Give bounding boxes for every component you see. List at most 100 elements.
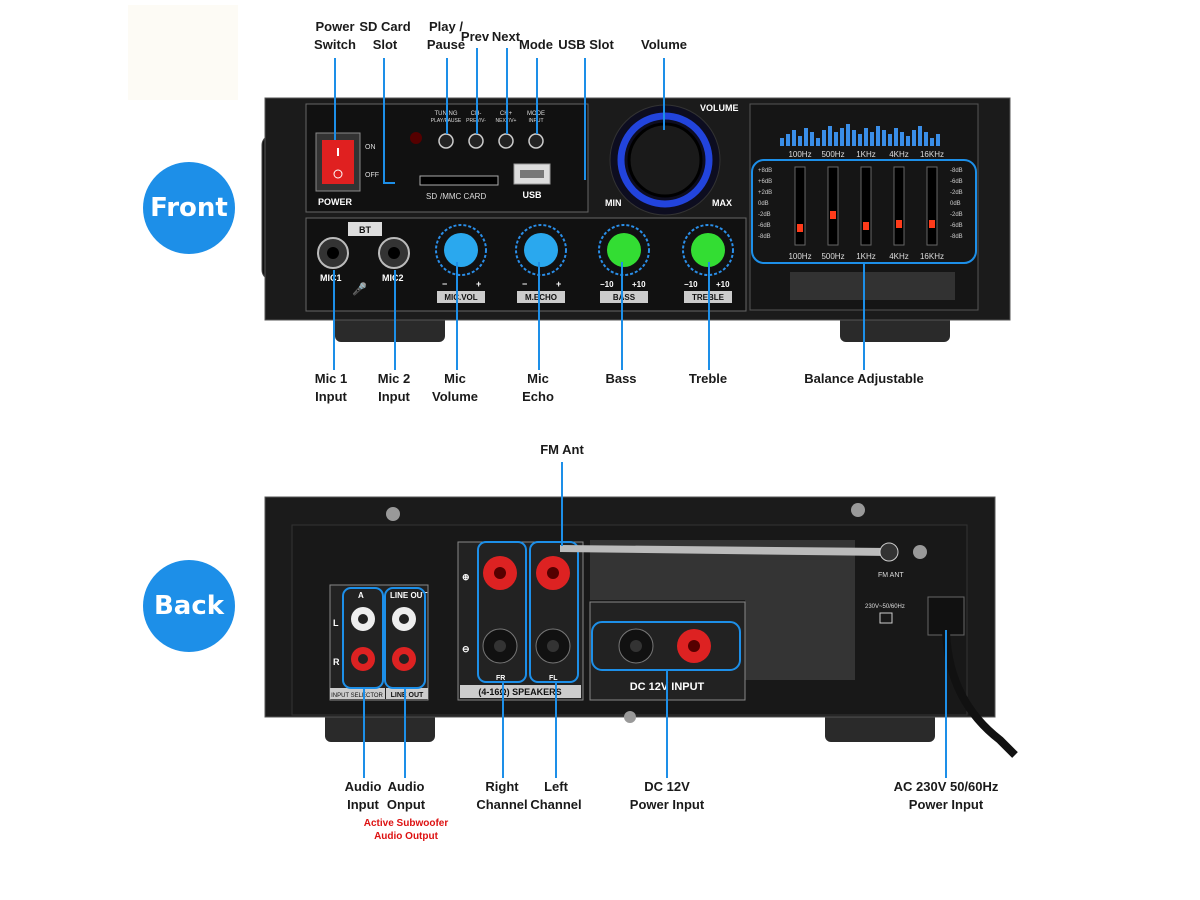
tuning-button[interactable] bbox=[438, 133, 454, 149]
eq-freq-label: 1KHz bbox=[856, 150, 876, 159]
eq-freq-label: 500Hz bbox=[821, 150, 844, 159]
eq-freq-label: 4KHz bbox=[889, 150, 909, 159]
bass-knob[interactable] bbox=[598, 224, 650, 276]
speaker-right-positive[interactable] bbox=[483, 556, 517, 590]
svg-text:+10: +10 bbox=[716, 280, 730, 289]
svg-text:−: − bbox=[442, 279, 447, 289]
rca-input-r[interactable] bbox=[351, 647, 375, 671]
rca-input-l[interactable] bbox=[351, 607, 375, 631]
eq-db-label: -2dB bbox=[950, 190, 963, 196]
svg-text:+: + bbox=[476, 279, 481, 289]
svg-text:INPUT SELECTOR: INPUT SELECTOR bbox=[331, 693, 383, 699]
mic-vol-knob[interactable] bbox=[435, 224, 487, 276]
eq-db-label: +8dB bbox=[758, 168, 772, 174]
eq-db-label: +6dB bbox=[758, 179, 772, 185]
label-bass: Bass bbox=[605, 371, 637, 386]
corner-logo bbox=[128, 5, 238, 100]
power-cord bbox=[942, 629, 1018, 758]
eq-freq-label: 16KHz bbox=[920, 252, 944, 261]
svg-text:BASS: BASS bbox=[613, 293, 636, 302]
prev-button[interactable] bbox=[468, 133, 484, 149]
eq-slider-led bbox=[863, 222, 869, 230]
back-badge: Back bbox=[143, 560, 235, 652]
volume-knob[interactable] bbox=[627, 122, 703, 198]
svg-text:FM ANT: FM ANT bbox=[878, 572, 904, 579]
svg-text:+10: +10 bbox=[632, 280, 646, 289]
mic-echo-knob[interactable] bbox=[515, 224, 567, 276]
svg-text:MIC2: MIC2 bbox=[382, 273, 404, 283]
speaker-left-positive[interactable] bbox=[536, 556, 570, 590]
svg-text:(4-16Ω) SPEAKERS: (4-16Ω) SPEAKERS bbox=[478, 687, 561, 697]
svg-text:230V~50/60Hz: 230V~50/60Hz bbox=[865, 604, 905, 610]
eq-db-label: -8dB bbox=[950, 168, 963, 174]
svg-text:MIN: MIN bbox=[605, 198, 622, 208]
mic1-jack[interactable] bbox=[317, 237, 349, 269]
mode-button[interactable] bbox=[528, 133, 544, 149]
eq-freq-label: 100Hz bbox=[788, 252, 811, 261]
svg-text:+: + bbox=[556, 279, 561, 289]
blurred-logo bbox=[790, 272, 955, 300]
screw-icon bbox=[913, 545, 927, 559]
svg-text:L: L bbox=[333, 618, 339, 628]
screw-icon bbox=[386, 507, 400, 521]
svg-text:R: R bbox=[333, 657, 340, 667]
svg-text:FL: FL bbox=[549, 675, 558, 682]
rca-output-r[interactable] bbox=[392, 647, 416, 671]
eq-slider-led bbox=[929, 220, 935, 228]
rca-panel bbox=[329, 584, 429, 701]
dc-negative-terminal[interactable] bbox=[618, 628, 654, 664]
svg-text:MAX: MAX bbox=[712, 198, 732, 208]
eq-slider-track[interactable] bbox=[893, 166, 905, 246]
svg-text:−: − bbox=[522, 279, 527, 289]
eq-slider-track[interactable] bbox=[926, 166, 938, 246]
label-prev: Prev bbox=[460, 29, 490, 44]
eq-sliders[interactable] bbox=[794, 166, 938, 246]
rca-output-l[interactable] bbox=[392, 607, 416, 631]
eq-db-label: -2dB bbox=[758, 212, 771, 218]
eq-slider-track[interactable] bbox=[794, 166, 806, 246]
svg-text:VOLUME: VOLUME bbox=[700, 103, 739, 113]
next-button[interactable] bbox=[498, 133, 514, 149]
spectrum-display bbox=[780, 124, 940, 146]
eq-db-label: -6dB bbox=[758, 223, 771, 229]
fm-antenna-jack[interactable] bbox=[879, 542, 899, 562]
speaker-left-negative[interactable] bbox=[535, 628, 571, 664]
back-foot-left bbox=[325, 710, 435, 742]
eq-freq-label: 1KHz bbox=[856, 252, 876, 261]
svg-text:BT: BT bbox=[359, 225, 371, 235]
mic2-jack[interactable] bbox=[378, 237, 410, 269]
fm-antenna-rod bbox=[560, 545, 890, 556]
front-badge: Front bbox=[143, 162, 235, 254]
ac-power-socket[interactable] bbox=[927, 596, 965, 636]
svg-text:FR: FR bbox=[496, 675, 505, 682]
label-play-pause: Play /Pause bbox=[426, 19, 466, 52]
sd-card-slot[interactable] bbox=[419, 175, 499, 186]
svg-text:MIC.VOL: MIC.VOL bbox=[444, 293, 477, 302]
eq-db-label: -2dB bbox=[950, 212, 963, 218]
off-text: OFF bbox=[365, 172, 379, 179]
speaker-right-negative[interactable] bbox=[482, 628, 518, 664]
dc-positive-terminal[interactable] bbox=[677, 629, 711, 663]
eq-slider-led bbox=[896, 220, 902, 228]
label-usb-slot: USB Slot bbox=[558, 37, 614, 52]
eq-db-label: -8dB bbox=[950, 234, 963, 240]
treble-knob[interactable] bbox=[682, 224, 734, 276]
svg-text:−10: −10 bbox=[600, 280, 614, 289]
svg-text:USB: USB bbox=[522, 190, 542, 200]
eq-slider-track[interactable] bbox=[860, 166, 872, 246]
svg-text:M.ECHO: M.ECHO bbox=[525, 293, 557, 302]
eq-slider-track[interactable] bbox=[827, 166, 839, 246]
